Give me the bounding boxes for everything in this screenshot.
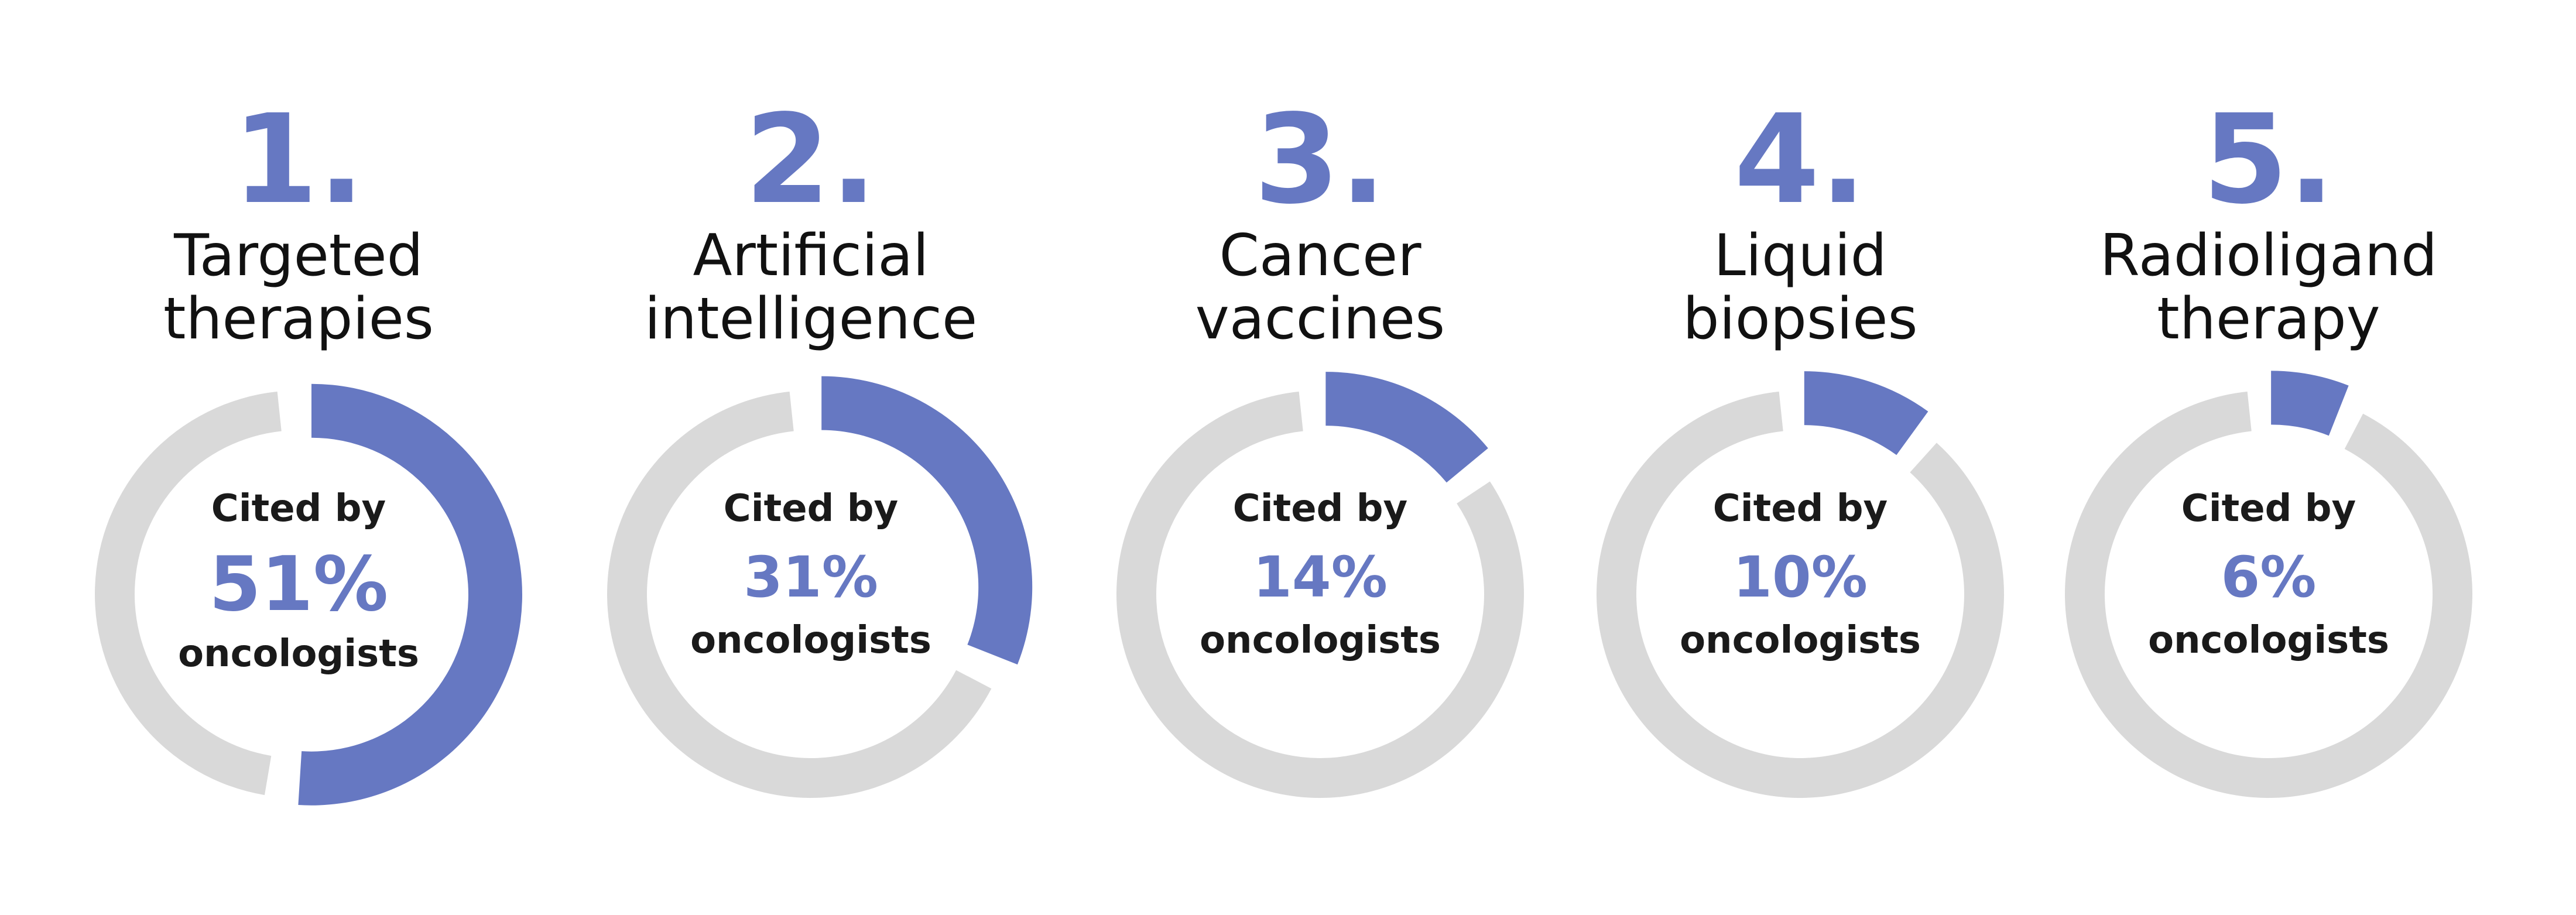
item-label-4-1: Liquid bbox=[1714, 222, 1887, 289]
item-label-4-2: biopsies bbox=[1683, 286, 1917, 352]
donut-slice-3 bbox=[1325, 372, 1488, 483]
item-label-2-2: intelligence bbox=[645, 286, 978, 352]
rank-number-1: 1. bbox=[232, 88, 365, 231]
item-label-3-2: vaccines bbox=[1195, 286, 1445, 352]
center-value-1: 51% bbox=[209, 541, 388, 628]
donut-item-2 bbox=[607, 376, 1033, 798]
center-label-top-5: Cited by bbox=[2181, 487, 2356, 530]
item-label-2-1: Artificial bbox=[693, 222, 929, 289]
item-label-5-2: therapy bbox=[2157, 286, 2380, 352]
center-value-4: 10% bbox=[1733, 544, 1868, 610]
center-label-bottom-3: oncologists bbox=[1200, 619, 1441, 662]
center-value-5: 6% bbox=[2221, 544, 2317, 610]
donut-slice-5 bbox=[2271, 371, 2349, 436]
donut-slice-1 bbox=[298, 383, 522, 806]
item-label-3-1: Cancer bbox=[1219, 222, 1421, 289]
center-label-top-4: Cited by bbox=[1713, 487, 1888, 530]
center-value-3: 14% bbox=[1253, 544, 1388, 610]
center-label-bottom-5: oncologists bbox=[2148, 619, 2389, 662]
donut-item-4 bbox=[1596, 371, 2004, 799]
center-label-bottom-2: oncologists bbox=[690, 619, 931, 662]
center-label-top-2: Cited by bbox=[724, 487, 899, 530]
rank-number-5: 5. bbox=[2202, 88, 2335, 231]
donut-item-1 bbox=[95, 383, 522, 806]
item-label-5-1: Radioligand bbox=[2100, 222, 2437, 289]
donut-track-1 bbox=[95, 391, 282, 796]
donut-item-3 bbox=[1116, 372, 1525, 798]
item-label-1-2: therapies bbox=[163, 286, 434, 352]
center-label-bottom-1: oncologists bbox=[178, 632, 419, 676]
donut-slice-2 bbox=[821, 376, 1033, 665]
center-label-top-1: Cited by bbox=[211, 487, 386, 530]
rank-number-4: 4. bbox=[1734, 88, 1866, 231]
center-value-2: 31% bbox=[744, 544, 878, 610]
center-label-bottom-4: oncologists bbox=[1680, 619, 1921, 662]
rank-number-3: 3. bbox=[1254, 88, 1386, 231]
donut-slice-4 bbox=[1804, 371, 1928, 455]
donut-item-5 bbox=[2065, 371, 2473, 798]
rank-number-2: 2. bbox=[745, 88, 877, 231]
center-label-top-3: Cited by bbox=[1233, 487, 1408, 530]
item-label-1-1: Targeted bbox=[173, 222, 423, 289]
